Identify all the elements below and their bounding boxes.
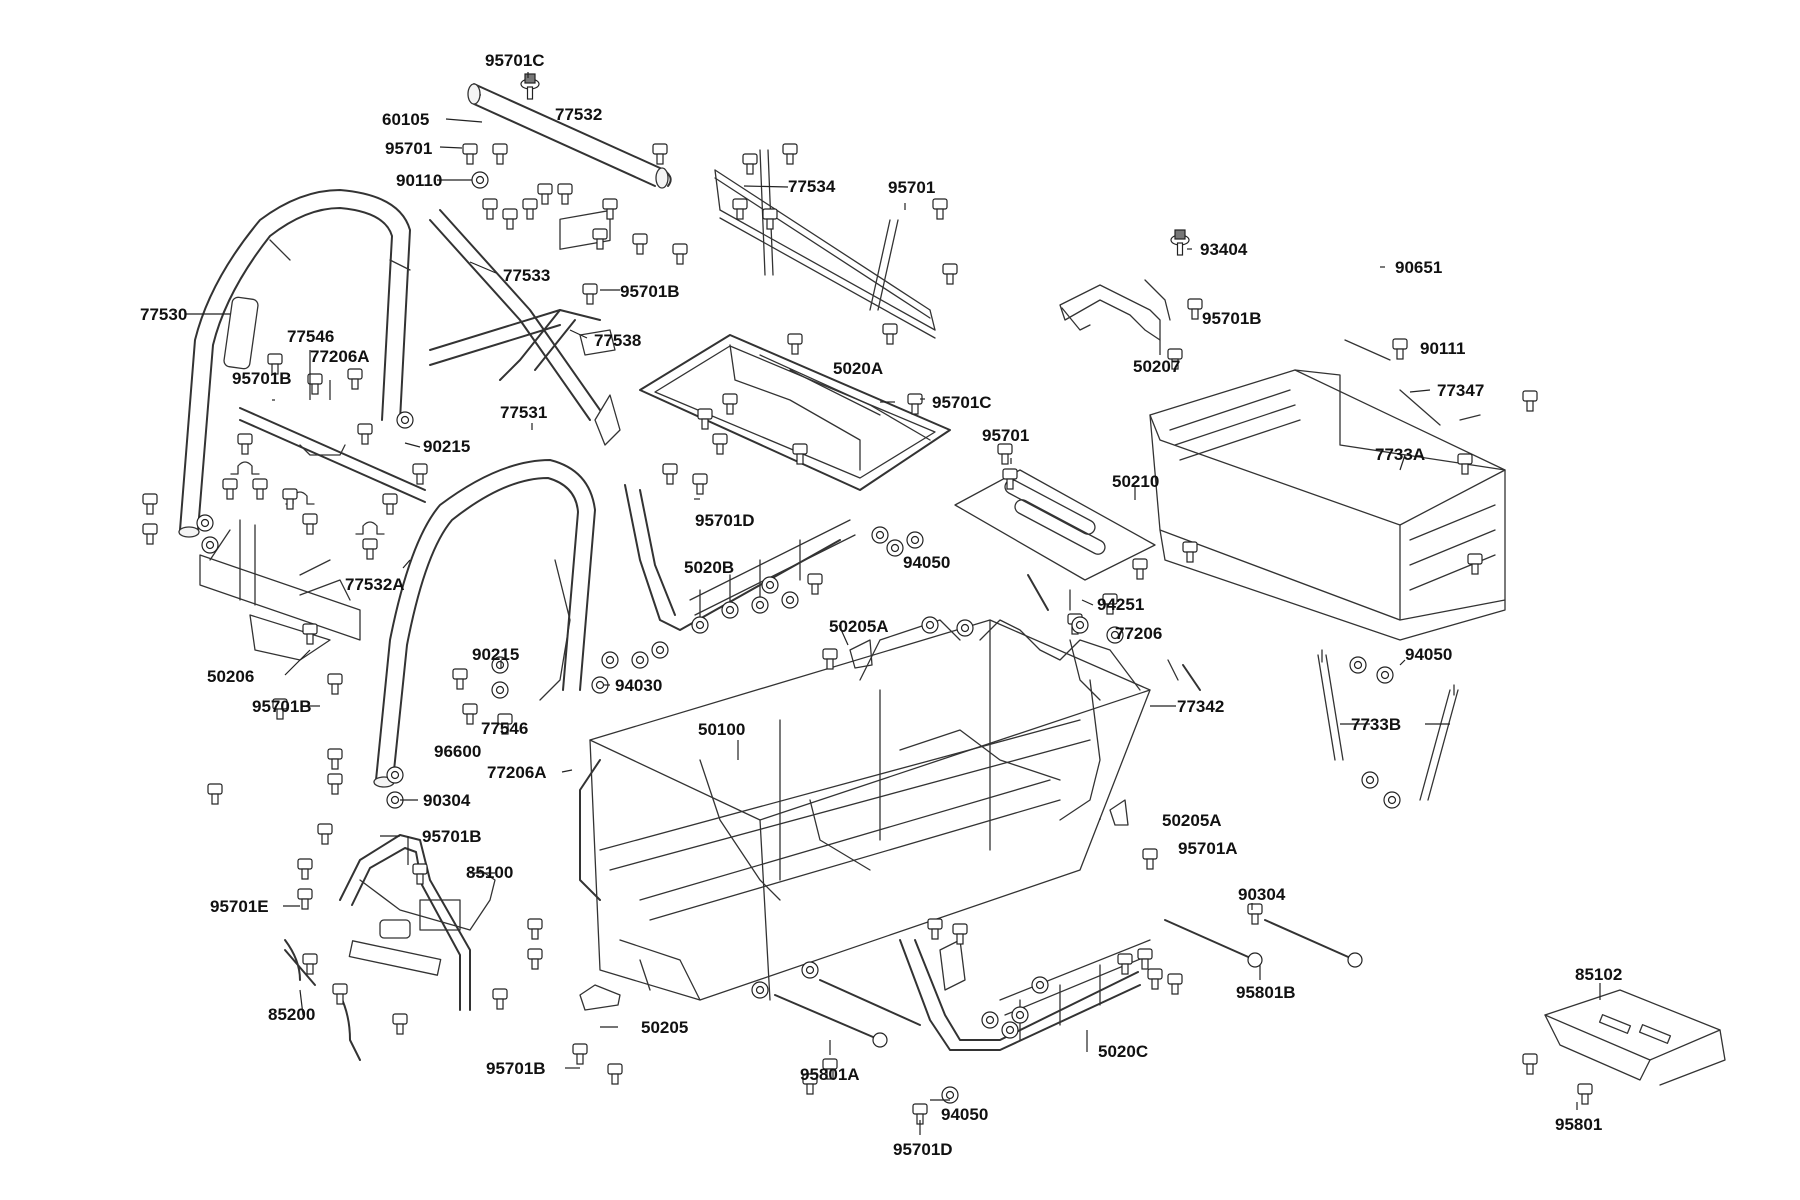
label-7733B: 7733B [1351, 715, 1401, 734]
label-77530: 77530 [140, 305, 187, 324]
bracket-50207 [1059, 284, 1161, 341]
label-95701-c: 95701 [982, 426, 1029, 445]
label-50210: 50210 [1112, 472, 1159, 491]
winch-plate-85102 [1544, 989, 1726, 1086]
label-77532: 77532 [555, 105, 602, 124]
label-94050-b: 94050 [1405, 645, 1452, 664]
label-50207: 50207 [1133, 357, 1180, 376]
label-95701D-b: 95701D [893, 1140, 953, 1159]
label-95801B: 95801B [1236, 983, 1296, 1002]
label-90111: 90111 [1420, 339, 1465, 358]
label-77538: 77538 [594, 331, 641, 350]
long-bolts [774, 919, 1363, 1048]
label-95701E: 95701E [210, 897, 269, 916]
label-95701A: 95701A [1178, 839, 1238, 858]
roof-cross-bar [467, 83, 672, 189]
fasteners [142, 73, 1593, 1125]
label-77206A-a: 77206A [310, 347, 370, 366]
label-90304-a: 90304 [423, 791, 471, 810]
label-95801A: 95801A [800, 1065, 860, 1084]
label-93404: 93404 [1200, 240, 1248, 259]
label-77342: 77342 [1177, 697, 1224, 716]
label-7733A: 7733A [1375, 445, 1425, 464]
rear-cross-bar [230, 407, 426, 535]
label-77347: 77347 [1437, 381, 1484, 400]
label-94050-a: 94050 [903, 553, 950, 572]
pins [1027, 574, 1201, 691]
cargo-rack-rails [714, 149, 936, 339]
cargo-bed-7733A [1149, 369, 1506, 641]
label-95701B-e: 95701B [422, 827, 482, 846]
label-50206: 50206 [207, 667, 254, 686]
label-95701C-top: 95701C [485, 51, 545, 70]
label-50205A-b: 50205A [1162, 811, 1222, 830]
label-95701B-c: 95701B [1202, 309, 1262, 328]
gas-struts-7733B [1317, 649, 1459, 801]
label-85100: 85100 [466, 863, 513, 882]
label-95701B-f: 95701B [486, 1059, 546, 1078]
label-77206: 77206 [1115, 624, 1162, 643]
frame-fragment-left [199, 519, 361, 661]
label-95701B-d: 95701B [252, 697, 312, 716]
label-85102: 85102 [1575, 965, 1622, 984]
label-5020A: 5020A [833, 359, 883, 378]
label-85200: 85200 [268, 1005, 315, 1024]
leader-lines [185, 72, 1601, 1135]
label-77531: 77531 [500, 403, 547, 422]
label-90215-a: 90215 [423, 437, 470, 456]
label-77534: 77534 [788, 177, 836, 196]
label-77546-b: 77546 [481, 719, 528, 738]
label-50100: 50100 [698, 720, 745, 739]
label-77532A: 77532A [345, 575, 405, 594]
label-77533: 77533 [503, 266, 550, 285]
step-5020B [624, 484, 856, 631]
platform-5020A [639, 334, 951, 491]
label-77546-a: 77546 [287, 327, 334, 346]
label-90110: 90110 [396, 171, 442, 190]
label-95701D-a: 95701D [695, 511, 755, 530]
label-5020B: 5020B [684, 558, 734, 577]
label-95701-b: 95701 [888, 178, 935, 197]
front-bumper-85100 [339, 834, 496, 1011]
label-94251: 94251 [1097, 595, 1144, 614]
label-90651: 90651 [1395, 258, 1442, 277]
label-95701B-b: 95701B [232, 369, 292, 388]
label-94050-c: 94050 [941, 1105, 988, 1124]
roll-bar-rear [178, 189, 411, 538]
roll-cage-brace [429, 209, 621, 446]
label-95701C-mid: 95701C [932, 393, 992, 412]
label-95801: 95801 [1555, 1115, 1602, 1134]
label-60105: 60105 [382, 110, 429, 129]
label-95701-a: 95701 [385, 139, 432, 158]
roll-bar-front [373, 459, 596, 788]
label-5020C: 5020C [1098, 1042, 1148, 1061]
label-50205A-a: 50205A [829, 617, 889, 636]
part-labels: 95701C 60105 77532 95701 90110 77534 957… [140, 51, 1622, 1159]
small-brackets [579, 279, 1481, 1011]
label-94030: 94030 [615, 676, 662, 695]
label-90215-b: 90215 [472, 645, 519, 664]
label-90304-b: 90304 [1238, 885, 1286, 904]
brush-guard-85200 [284, 939, 361, 1061]
label-95701B-a: 95701B [620, 282, 680, 301]
label-50205: 50205 [641, 1018, 688, 1037]
label-77206A-b: 77206A [487, 763, 547, 782]
main-frame-50100 [579, 619, 1151, 1001]
step-5020C [899, 939, 1151, 1051]
label-96600: 96600 [434, 742, 481, 761]
floor-pad-50210 [954, 469, 1156, 581]
